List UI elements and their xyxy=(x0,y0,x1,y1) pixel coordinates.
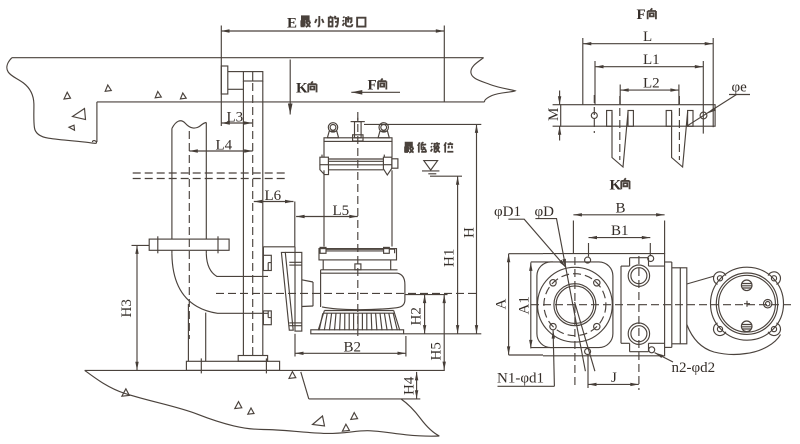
svg-text:φD: φD xyxy=(535,204,555,220)
svg-text:L: L xyxy=(643,29,652,45)
svg-text:H1: H1 xyxy=(442,249,458,267)
svg-text:φD1: φD1 xyxy=(494,204,521,220)
svg-text:B1: B1 xyxy=(611,223,629,239)
svg-text:L1: L1 xyxy=(643,52,660,68)
svg-text:L5: L5 xyxy=(333,203,350,219)
svg-text:φe: φe xyxy=(732,80,748,96)
svg-text:M: M xyxy=(546,108,562,121)
svg-text:L4: L4 xyxy=(216,138,233,154)
svg-text:A: A xyxy=(494,299,510,310)
svg-text:H3: H3 xyxy=(119,299,135,317)
svg-text:H2: H2 xyxy=(409,307,425,325)
svg-text:F: F xyxy=(368,77,377,93)
svg-text:K: K xyxy=(610,177,622,193)
svg-text:E: E xyxy=(287,15,297,31)
svg-text:H5: H5 xyxy=(429,342,445,360)
svg-text:H: H xyxy=(462,227,478,238)
svg-text:J: J xyxy=(611,370,617,386)
svg-text:H4: H4 xyxy=(402,376,418,395)
svg-text:L2: L2 xyxy=(643,76,660,92)
svg-text:A1: A1 xyxy=(517,296,533,314)
svg-text:B2: B2 xyxy=(344,340,362,356)
svg-text:L6: L6 xyxy=(265,188,282,204)
svg-text:K: K xyxy=(296,81,308,97)
svg-text:B: B xyxy=(616,201,626,217)
svg-text:N1-φd1: N1-φd1 xyxy=(497,371,544,387)
svg-text:n2-φd2: n2-φd2 xyxy=(672,360,716,376)
svg-text:L3: L3 xyxy=(227,110,244,126)
svg-text:F: F xyxy=(637,7,646,23)
